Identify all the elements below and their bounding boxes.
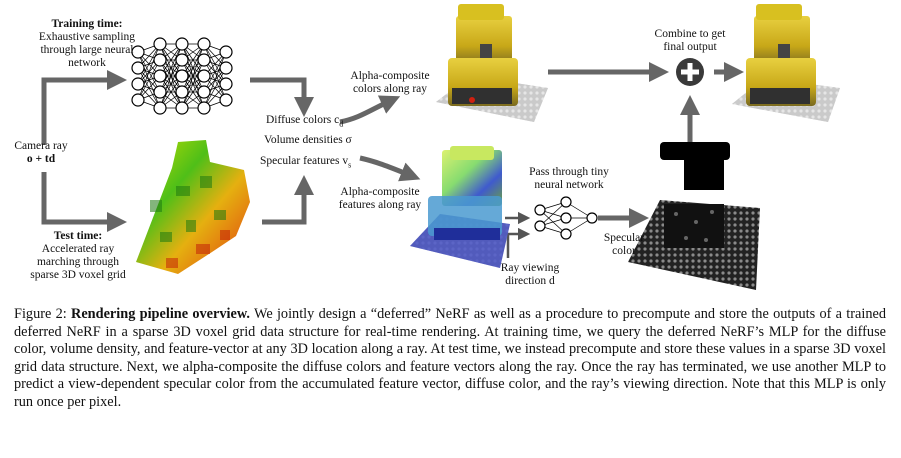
camera-ray-label: Camera ray o + td bbox=[6, 140, 76, 166]
specular-features-sub: s bbox=[348, 160, 352, 170]
network-node bbox=[586, 212, 598, 224]
network-node bbox=[175, 85, 189, 99]
arrow-diffuse-to-composite bbox=[339, 95, 401, 125]
tiny-network-label: Pass through tiny neural network bbox=[514, 166, 624, 192]
ray-direction-line1: Ray viewing bbox=[500, 262, 560, 274]
network-node bbox=[560, 212, 572, 224]
network-node bbox=[560, 228, 572, 240]
training-time-title: Training time: bbox=[51, 18, 123, 30]
diffuse-image bbox=[436, 4, 548, 122]
network-node bbox=[197, 85, 211, 99]
volume-densities-text: Volume densities σ bbox=[264, 134, 352, 146]
diagram-graphics bbox=[41, 4, 840, 290]
network-node bbox=[560, 196, 572, 208]
diffuse-colors-label: Diffuse colors cd bbox=[266, 114, 343, 130]
training-time-desc-3: network bbox=[68, 57, 106, 69]
combine-line1: Combine to get bbox=[654, 28, 726, 40]
test-time-desc-3: sparse 3D voxel grid bbox=[30, 269, 126, 281]
test-time-label: Test time: Accelerated ray marching thro… bbox=[18, 230, 138, 282]
alpha-features-line1: Alpha-composite bbox=[340, 186, 420, 198]
tiny-network-icon bbox=[534, 196, 598, 240]
final-output-image bbox=[732, 4, 840, 122]
specular-features-label: Specular features vs bbox=[260, 155, 351, 171]
diffuse-colors-sub: d bbox=[339, 119, 344, 129]
network-node bbox=[131, 77, 145, 91]
arrow-test-to-outputs bbox=[262, 175, 314, 225]
network-node bbox=[175, 101, 189, 115]
alpha-features-line2: features along ray bbox=[338, 199, 422, 211]
network-node bbox=[219, 93, 233, 107]
network-node bbox=[175, 69, 189, 83]
ray-direction-line2: direction d bbox=[505, 275, 555, 287]
arrow-training-to-outputs bbox=[250, 77, 314, 117]
large-network-nodes bbox=[131, 37, 233, 115]
arrow-camera-to-training bbox=[41, 70, 127, 145]
volume-densities-label: Volume densities σ bbox=[264, 134, 352, 147]
network-node bbox=[175, 37, 189, 51]
arrow-features-to-composite bbox=[359, 155, 421, 182]
caption-body: We jointly design a “deferred” NeRF as w… bbox=[14, 306, 886, 410]
test-time-desc-1: Accelerated ray bbox=[41, 243, 115, 255]
camera-ray-line2: o + td bbox=[26, 153, 56, 165]
network-node bbox=[131, 45, 145, 59]
combine-line2: final output bbox=[663, 41, 717, 53]
camera-ray-line1: Camera ray bbox=[14, 140, 68, 152]
network-node bbox=[131, 93, 145, 107]
network-node bbox=[219, 77, 233, 91]
features-image bbox=[410, 146, 510, 268]
caption-label: Figure 2: bbox=[14, 306, 67, 322]
network-node bbox=[131, 61, 145, 75]
tiny-network-line2: neural network bbox=[534, 179, 604, 191]
network-node bbox=[153, 69, 167, 83]
training-time-desc-1: Exhaustive sampling bbox=[38, 31, 136, 43]
specular-color-line2: color bbox=[612, 245, 636, 257]
network-node bbox=[197, 37, 211, 51]
network-node bbox=[153, 85, 167, 99]
training-time-desc-2: through large neural bbox=[40, 44, 134, 56]
specular-features-text: Specular features v bbox=[260, 155, 349, 167]
training-time-label: Training time: Exhaustive sampling throu… bbox=[22, 18, 152, 70]
network-node bbox=[175, 53, 189, 67]
alpha-colors-line2: colors along ray bbox=[352, 83, 428, 95]
network-node bbox=[197, 53, 211, 67]
combine-plus-icon bbox=[676, 58, 704, 86]
network-node bbox=[219, 45, 233, 59]
network-node bbox=[534, 220, 546, 232]
test-time-desc-2: marching through bbox=[36, 256, 120, 268]
specular-color-label: Specular color bbox=[594, 232, 654, 258]
tiny-network-line1: Pass through tiny bbox=[529, 166, 609, 178]
arrow-camera-to-test bbox=[41, 172, 127, 232]
network-node bbox=[534, 204, 546, 216]
alpha-composite-colors-label: Alpha-composite colors along ray bbox=[340, 70, 440, 96]
network-node bbox=[153, 53, 167, 67]
combine-label: Combine to get final output bbox=[640, 28, 740, 54]
test-time-title: Test time: bbox=[53, 230, 103, 242]
network-node bbox=[219, 61, 233, 75]
network-node bbox=[197, 69, 211, 83]
diffuse-colors-text: Diffuse colors c bbox=[266, 114, 340, 126]
network-node bbox=[153, 37, 167, 51]
network-node bbox=[197, 101, 211, 115]
specular-color-line1: Specular bbox=[603, 232, 645, 244]
alpha-colors-line1: Alpha-composite bbox=[350, 70, 430, 82]
ray-direction-label: Ray viewing direction d bbox=[490, 262, 570, 288]
alpha-composite-features-label: Alpha-composite features along ray bbox=[330, 186, 430, 212]
figure-caption: Figure 2: Rendering pipeline overview. W… bbox=[14, 306, 886, 411]
specular-image bbox=[628, 142, 760, 290]
voxel-grid-image bbox=[136, 140, 250, 274]
pipeline-diagram: Training time: Exhaustive sampling throu… bbox=[6, 4, 840, 290]
network-node bbox=[153, 101, 167, 115]
caption-title: Rendering pipeline overview. bbox=[71, 306, 250, 322]
arrow-ray-dir-to-tiny-net bbox=[506, 227, 531, 258]
